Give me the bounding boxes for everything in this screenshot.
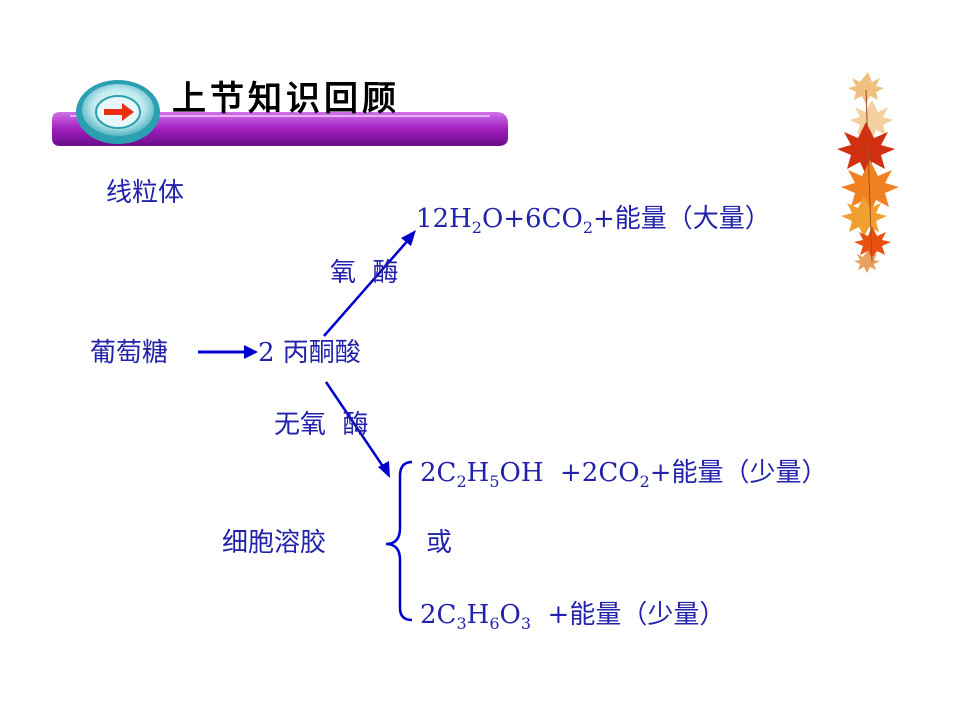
maple-leaves-icon — [837, 72, 899, 273]
arrow-right-icon[interactable] — [76, 80, 160, 144]
or-label: 或 — [426, 528, 453, 558]
page-title: 上节知识回顾 — [172, 79, 400, 119]
aerobic-enzyme-label: 氧 酶 — [330, 258, 399, 288]
mitochondria-label: 线粒体 — [106, 178, 185, 208]
title-bar — [52, 108, 508, 146]
pyruvate-label: 2 丙酮酸 — [258, 338, 361, 368]
arrow-aerobic — [323, 230, 416, 337]
alcohol-product: 2C2H5OH +2CO2+能量（少量） — [420, 458, 828, 491]
brace-products — [385, 460, 413, 622]
cytoplasm-label: 细胞溶胶 — [222, 528, 327, 558]
aerobic-product: 12H2O+6CO2+能量（大量） — [416, 204, 771, 237]
arrow-anaerobic — [324, 381, 390, 478]
arrow-glucose-to-pyruvate — [198, 345, 258, 359]
glucose-label: 葡萄糖 — [90, 338, 169, 368]
lactic-product: 2C3H6O3 +能量（少量） — [420, 600, 726, 633]
anaerobic-enzyme-label: 无氧 酶 — [274, 410, 369, 440]
